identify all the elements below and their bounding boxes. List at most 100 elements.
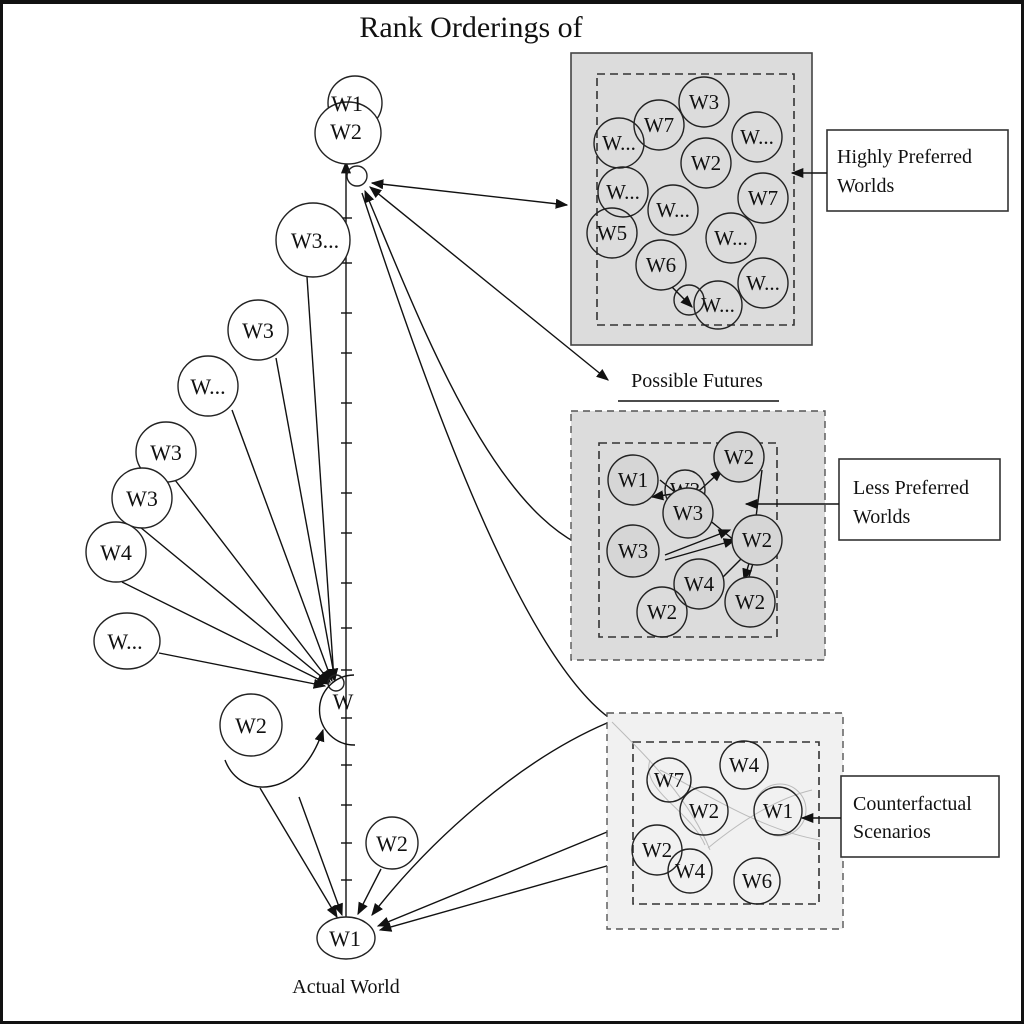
counterfactual-label: Counterfactual [853, 793, 972, 815]
middle-world-arc [318, 674, 356, 746]
counterfactual-node-label: W2 [642, 838, 672, 862]
highly-preferred-node [680, 137, 732, 189]
counterfactual-node-label: W4 [729, 753, 760, 777]
less-preferred-node [731, 514, 783, 566]
left-node-label: W3 [150, 440, 182, 465]
less-preferred-label: Less Preferred [853, 477, 969, 499]
near-actual-node-label: W2 [376, 831, 408, 856]
actual-world-label: Actual World [292, 976, 399, 998]
highly-preferred-node-label: W2 [691, 151, 721, 175]
rank-axis-ticks [341, 217, 352, 881]
top-world-label-w1: W1 [331, 91, 363, 116]
highly-preferred-node-label: W... [714, 226, 748, 250]
less-preferred-node [606, 524, 660, 578]
possible-futures-label: Possible Futures [631, 370, 763, 392]
highly-preferred-node-label: W6 [646, 253, 676, 277]
left-node [227, 299, 289, 361]
left-node-label: W4 [100, 540, 132, 565]
counterfactual-node-label: W6 [742, 869, 772, 893]
edge [664, 538, 737, 561]
left-node-label: W3... [291, 228, 339, 253]
left-node [85, 521, 147, 583]
left-node-label: W3 [126, 486, 158, 511]
counterfactual-label-2: Scenarios [853, 821, 931, 843]
highly-preferred-label-2: Worlds [837, 175, 894, 197]
less-preferred-node-label: W1 [618, 468, 648, 492]
highly-preferred-node [678, 76, 730, 128]
edge [357, 868, 382, 916]
middle-anchor-point [327, 674, 345, 692]
left-node [93, 612, 161, 670]
edge [306, 276, 339, 682]
edge [371, 722, 608, 916]
less-preferred-group: W1W3W2W3W2W3W4W2W2 Less Preferred Worlds [570, 410, 1001, 661]
counterfactual-label-box [840, 775, 1000, 858]
highly-preferred-label-box [826, 129, 1009, 212]
highly-preferred-node-label: W5 [597, 221, 627, 245]
left-fan: W3... W3 W... W3 W3 W4 W... [85, 202, 351, 689]
counterfactual-node [719, 740, 769, 790]
less-preferred-node [607, 454, 659, 506]
counterfactual-node-label: W1 [763, 799, 793, 823]
counterfactual-node-label: W4 [675, 859, 706, 883]
less-preferred-node-label: W3 [618, 539, 648, 563]
highly-preferred-node-label: W... [606, 180, 640, 204]
highly-preferred-inner-box [596, 73, 795, 326]
left-node-label: W3 [242, 318, 274, 343]
less-preferred-node-label: W2 [735, 590, 765, 614]
edge [259, 787, 338, 919]
near-actual-node-w2 [365, 816, 419, 870]
edge [174, 479, 331, 683]
highly-preferred-node [693, 280, 743, 330]
faint-edge [659, 769, 821, 841]
highly-preferred-node [633, 99, 685, 151]
possible-futures: Possible Futures [618, 370, 779, 402]
counterfactual-node-label: W2 [689, 799, 719, 823]
highly-preferred-node [635, 239, 687, 291]
less-preferred-node-label: W2 [724, 445, 754, 469]
actual-world-node [316, 916, 376, 960]
counterfactual-node [679, 786, 729, 836]
less-preferred-node [662, 487, 714, 539]
edge [376, 831, 608, 927]
middle-world-label: W [333, 689, 354, 714]
less-preferred-node [673, 558, 725, 610]
counterfactual-node [667, 848, 713, 894]
less-preferred-node-label: W2 [647, 600, 677, 624]
highly-preferred-node [597, 166, 649, 218]
counterfactual-node-label: W7 [654, 768, 684, 792]
counterfactual-box [606, 712, 844, 930]
counterfactual-connectors [371, 722, 636, 932]
highly-preferred-node [647, 184, 699, 236]
less-preferred-node [724, 576, 776, 628]
top-world-node-w2 [314, 101, 382, 165]
highly-preferred-label: Highly Preferred [837, 146, 972, 168]
highly-preferred-node-label: W... [656, 198, 690, 222]
edge-to-possible-futures [369, 186, 609, 381]
lower-w2-group: W2 [219, 693, 343, 919]
edge [275, 357, 338, 682]
less-preferred-node-label: W3 [673, 501, 703, 525]
highly-preferred-node [705, 212, 757, 264]
highly-preferred-node [731, 111, 783, 163]
edge-to-highly-preferred [370, 179, 569, 209]
top-anchor-point [346, 165, 368, 187]
edge [671, 286, 693, 308]
rank-axis [340, 160, 352, 918]
highly-preferred-node-label: W... [701, 293, 735, 317]
edge-to-less-preferred [364, 189, 613, 556]
less-preferred-node-label: W2 [742, 528, 772, 552]
actual-world-node-label: W1 [329, 926, 361, 951]
top-connectors [361, 179, 613, 718]
left-node-label: W... [190, 374, 225, 399]
middle-world-node: W [318, 674, 356, 746]
highly-preferred-node-label: W... [746, 271, 780, 295]
edge [378, 857, 636, 932]
left-node-label: W... [107, 629, 142, 654]
less-preferred-node [636, 586, 688, 638]
counterfactual-node [646, 757, 692, 803]
counterfactual-node [733, 857, 781, 905]
edge [139, 526, 330, 684]
